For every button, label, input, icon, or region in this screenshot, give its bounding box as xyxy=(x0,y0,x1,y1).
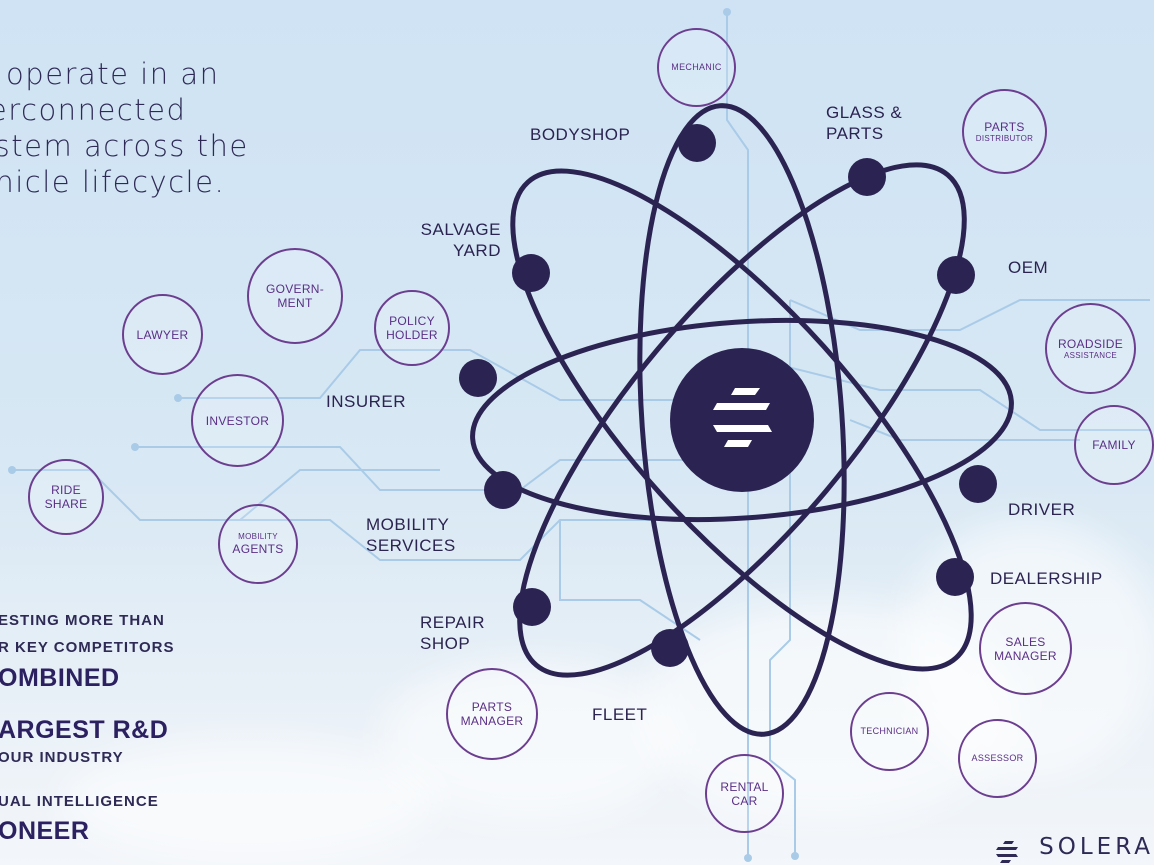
stat-3-big: ONEER xyxy=(0,817,90,845)
bubble-investor: INVESTOR xyxy=(191,374,284,467)
headline-line-1: e operate in an xyxy=(0,57,220,91)
bubble-mobility-agents-line-2: AGENTS xyxy=(232,542,284,556)
bubble-lawyer: LAWYER xyxy=(122,294,203,375)
bubble-policy-holder-line-2: HOLDER xyxy=(386,328,438,342)
label-glass-parts-line-1: GLASS & xyxy=(826,103,903,122)
bubble-parts-distributor-line-1: PARTS xyxy=(984,119,1025,134)
label-bodyshop: BODYSHOP xyxy=(530,125,631,144)
label-mobility-services: MOBILITY SERVICES xyxy=(366,514,456,556)
bubble-sales-manager: SALES MANAGER xyxy=(979,602,1072,695)
label-driver: DRIVER xyxy=(1008,500,1076,519)
label-salvage-yard-line-1: SALVAGE xyxy=(420,220,501,239)
bubble-policy-holder-line-1: POLICY xyxy=(389,314,435,328)
label-repair-shop-line-2: SHOP xyxy=(420,634,471,653)
label-repair-shop: REPAIR SHOP xyxy=(420,612,485,654)
label-dealership: DEALERSHIP xyxy=(990,569,1103,588)
stat-1-line-b: R KEY COMPETITORS xyxy=(0,639,175,656)
label-repair-shop-line-1: REPAIR xyxy=(420,613,486,632)
bubble-sales-manager-line-1: SALES xyxy=(1005,634,1046,649)
circuit-dots xyxy=(8,8,799,862)
bubble-parts-manager-line-2: MANAGER xyxy=(460,714,524,728)
bubble-policy-holder: POLICY HOLDER xyxy=(374,290,450,366)
solera-mark-icon xyxy=(713,388,772,447)
bubble-technician: TECHNICIAN xyxy=(850,692,929,771)
stat-3-small: UAL INTELLIGENCE xyxy=(0,793,159,810)
stat-1-big: OMBINED xyxy=(0,664,120,692)
fleet-node xyxy=(651,629,689,667)
bubble-sales-manager-line-2: MANAGER xyxy=(994,648,1057,663)
label-mobility-services-line-1: MOBILITY xyxy=(366,515,450,534)
bubble-ride-share-line-2: SHARE xyxy=(44,497,88,511)
bubble-ride-share-line-1: RIDE xyxy=(51,483,81,497)
bubble-government-line-1: GOVERN- xyxy=(265,282,325,296)
bubble-rental-car-line-1: RENTAL xyxy=(720,779,769,794)
bubble-ride-share: RIDE SHARE xyxy=(28,459,104,535)
label-salvage-yard: SALVAGE YARD xyxy=(402,219,501,261)
bubble-parts-manager-line-1: PARTS xyxy=(471,700,513,714)
bubble-parts-manager: PARTS MANAGER xyxy=(446,668,538,760)
label-glass-parts: GLASS & PARTS xyxy=(826,102,902,144)
bubble-parts-distributor: PARTS DISTRIBUTOR xyxy=(962,89,1047,174)
bubble-government-line-2: MENT xyxy=(277,296,313,310)
bubble-family: FAMILY xyxy=(1074,405,1154,485)
bubble-mobility-agents-line-1: MOBILITY xyxy=(238,532,278,541)
repair-shop-node xyxy=(513,588,551,626)
headline-line-4: ehicle lifecycle. xyxy=(0,165,226,199)
orbit-vertical xyxy=(637,103,847,737)
stat-2-big: ARGEST R&D xyxy=(0,716,169,744)
label-fleet: FLEET xyxy=(592,705,648,724)
solera-logo-icon xyxy=(996,841,1018,863)
dealership-node xyxy=(936,558,974,596)
bubble-assessor: ASSESSOR xyxy=(958,719,1037,798)
bubble-mobility-agents: MOBILITY AGENTS xyxy=(218,504,298,584)
node-dots xyxy=(459,124,997,667)
bodyshop-node xyxy=(678,124,716,162)
bubble-roadside-assistance-line-1: ROADSIDE xyxy=(1057,336,1124,351)
orbit-horizontal xyxy=(470,317,1014,523)
driver-node xyxy=(959,465,997,503)
mobility-services-node xyxy=(484,471,522,509)
glass-parts-node xyxy=(848,158,886,196)
center-hub xyxy=(670,348,814,492)
bubble-rental-car-line-2: CAR xyxy=(731,793,758,808)
headline-line-2: terconnected xyxy=(0,93,187,127)
bubble-parts-distributor-line-2: DISTRIBUTOR xyxy=(975,133,1034,143)
label-insurer: INSURER xyxy=(326,392,407,411)
bubble-mechanic: MECHANIC xyxy=(657,28,736,107)
bubble-government: GOVERN- MENT xyxy=(247,248,343,344)
orbit-rings xyxy=(470,103,1014,737)
bubble-family-label: FAMILY xyxy=(1092,438,1136,452)
bubble-technician-label: TECHNICIAN xyxy=(860,726,919,736)
bubble-roadside-assistance-line-2: ASSISTANCE xyxy=(1063,350,1118,360)
oem-node xyxy=(937,256,975,294)
bubble-lawyer-label: LAWYER xyxy=(136,327,189,342)
solera-logo-text: SOLERA xyxy=(1039,834,1154,860)
label-glass-parts-line-2: PARTS xyxy=(826,124,884,143)
stat-1-line-a: ESTING MORE THAN xyxy=(0,612,165,629)
bubble-rental-car: RENTAL CAR xyxy=(705,754,784,833)
orbit-diagonal-right xyxy=(517,162,967,678)
label-salvage-yard-line-2: YARD xyxy=(453,241,501,260)
label-oem: OEM xyxy=(1008,258,1049,277)
headline: e operate in an terconnected ystem acros… xyxy=(0,56,356,200)
stat-2-small: OUR INDUSTRY xyxy=(0,749,124,766)
bubble-investor-label: INVESTOR xyxy=(205,413,270,428)
headline-line-3: ystem across the xyxy=(0,129,249,163)
orbit-diagonal-left xyxy=(510,168,974,672)
salvage-yard-node xyxy=(512,254,550,292)
bubble-assessor-label: ASSESSOR xyxy=(971,753,1024,763)
bubble-mechanic-label: MECHANIC xyxy=(671,62,722,72)
label-mobility-services-line-2: SERVICES xyxy=(366,536,456,555)
insurer-node xyxy=(459,359,497,397)
bubble-roadside-assistance: ROADSIDE ASSISTANCE xyxy=(1045,303,1136,394)
